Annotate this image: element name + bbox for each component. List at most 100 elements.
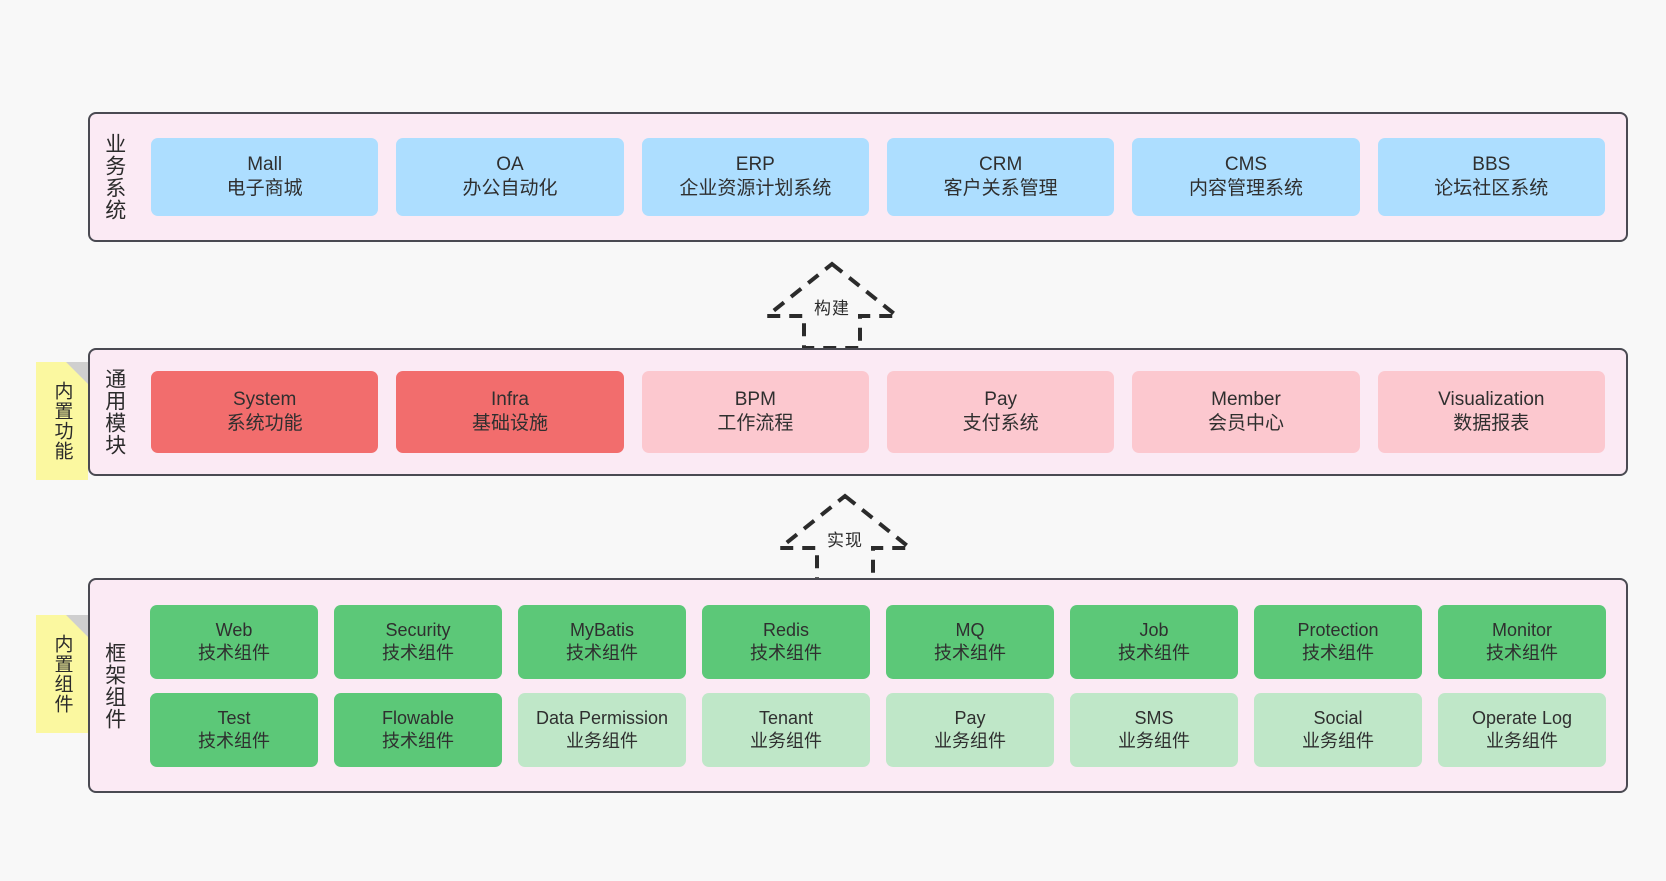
row-business-systems: Mall 电子商城 OA 办公自动化 ERP 企业资源计划系统 CRM 客户关系… (142, 138, 1614, 216)
row-tech-components: Web 技术组件 Security 技术组件 MyBatis 技术组件 Redi… (142, 604, 1614, 679)
box-title-en: SMS (1134, 708, 1174, 729)
box-title-cn: 技术组件 (1302, 642, 1374, 663)
box-title-en: Operate Log (1471, 708, 1573, 729)
box-title-en: Pay (954, 708, 986, 729)
note-label: 内置组件 (51, 634, 73, 714)
box-crm[interactable]: CRM 客户关系管理 (886, 138, 1115, 216)
box-job[interactable]: Job 技术组件 (1070, 604, 1238, 679)
box-title-cn: 客户关系管理 (943, 178, 1058, 199)
box-title-en: System (232, 389, 297, 411)
box-sms[interactable]: SMS 业务组件 (1070, 692, 1238, 767)
layer-title-framework-components: 框架组件 (102, 641, 126, 730)
note-fold-corner-icon (66, 362, 88, 384)
box-operate-log[interactable]: Operate Log 业务组件 (1438, 692, 1606, 767)
box-title-cn: 业务组件 (1118, 730, 1190, 751)
box-title-cn: 技术组件 (1486, 642, 1558, 663)
row-business-components: Test 技术组件 Flowable 技术组件 Data Permission … (142, 692, 1614, 767)
box-title-en: Infra (490, 389, 529, 411)
note-builtin-functions: 内置功能 (36, 362, 88, 480)
connector-build: 构建 (757, 258, 907, 354)
box-social[interactable]: Social 业务组件 (1254, 692, 1422, 767)
box-title-cn: 支付系统 (962, 413, 1039, 434)
note-builtin-components: 内置组件 (36, 615, 88, 733)
layer-body-framework-components: Web 技术组件 Security 技术组件 MyBatis 技术组件 Redi… (138, 580, 1626, 791)
box-web[interactable]: Web 技术组件 (150, 604, 318, 679)
box-title-en: Protection (1297, 620, 1379, 641)
box-title-cn: 技术组件 (750, 642, 822, 663)
layer-title-business-systems: 业务系统 (102, 133, 126, 221)
box-title-cn: 业务组件 (1486, 730, 1558, 751)
box-title-en: Redis (762, 620, 810, 641)
box-tenant[interactable]: Tenant 业务组件 (702, 692, 870, 767)
note-fold-corner-icon (66, 615, 88, 637)
box-title-en: Tenant (758, 708, 814, 729)
box-title-cn: 业务组件 (934, 730, 1006, 751)
box-title-cn: 技术组件 (382, 642, 454, 663)
box-title-en: CMS (1224, 154, 1268, 176)
box-security[interactable]: Security 技术组件 (334, 604, 502, 679)
box-oa[interactable]: OA 办公自动化 (396, 138, 624, 216)
layer-body-common-modules: System 系统功能 Infra 基础设施 BPM 工作流程 Pay 支付系统… (138, 350, 1626, 474)
box-title-en: Social (1313, 708, 1363, 729)
box-title-cn: 论坛社区系统 (1434, 178, 1549, 199)
box-title-cn: 技术组件 (566, 642, 638, 663)
box-cms[interactable]: CMS 内容管理系统 (1132, 138, 1360, 216)
box-title-cn: 电子商城 (226, 178, 303, 199)
box-member[interactable]: Member 会员中心 (1132, 371, 1360, 453)
box-title-en: CRM (979, 154, 1023, 176)
box-title-cn: 企业资源计划系统 (679, 178, 832, 199)
box-title-en: BBS (1472, 154, 1511, 176)
box-title-en: BPM (734, 389, 776, 411)
box-erp[interactable]: ERP 企业资源计划系统 (641, 138, 869, 216)
layer-common-modules: 通用模块 System 系统功能 Infra 基础设施 BPM 工作流程 Pay… (88, 348, 1628, 476)
box-pay-module[interactable]: Pay 支付系统 (886, 371, 1115, 453)
connector-build-label: 构建 (814, 299, 850, 318)
box-title-en: Test (217, 708, 251, 729)
box-title-en: Pay (984, 389, 1018, 411)
box-title-cn: 数据报表 (1453, 413, 1530, 434)
box-title-en: Flowable (381, 708, 455, 729)
box-title-cn: 内容管理系统 (1188, 178, 1303, 199)
box-title-en: MQ (955, 620, 985, 641)
box-title-en: Visualization (1438, 389, 1545, 411)
box-title-cn: 技术组件 (934, 642, 1006, 663)
box-title-cn: 会员中心 (1207, 413, 1284, 434)
box-title-cn: 技术组件 (198, 730, 270, 751)
box-bbs[interactable]: BBS 论坛社区系统 (1377, 138, 1605, 216)
box-title-en: OA (496, 154, 524, 176)
box-title-en: ERP (735, 154, 775, 176)
box-title-cn: 业务组件 (566, 730, 638, 751)
box-mall[interactable]: Mall 电子商城 (151, 138, 379, 216)
box-protection[interactable]: Protection 技术组件 (1254, 604, 1422, 679)
box-title-cn: 系统功能 (226, 413, 303, 434)
box-test[interactable]: Test 技术组件 (150, 692, 318, 767)
box-mq[interactable]: MQ 技术组件 (886, 604, 1054, 679)
layer-framework-components: 框架组件 Web 技术组件 Security 技术组件 MyBatis 技术组件… (88, 578, 1628, 793)
box-bpm[interactable]: BPM 工作流程 (641, 371, 869, 453)
box-title-cn: 技术组件 (1118, 642, 1190, 663)
box-title-cn: 业务组件 (750, 730, 822, 751)
box-pay-component[interactable]: Pay 业务组件 (886, 692, 1054, 767)
box-mybatis[interactable]: MyBatis 技术组件 (518, 604, 686, 679)
box-title-cn: 技术组件 (198, 642, 270, 663)
box-title-cn: 工作流程 (717, 413, 794, 434)
layer-business-systems: 业务系统 Mall 电子商城 OA 办公自动化 ERP 企业资源计划系统 CRM… (88, 112, 1628, 242)
box-data-permission[interactable]: Data Permission 业务组件 (518, 692, 686, 767)
box-title-en: MyBatis (569, 620, 634, 641)
box-monitor[interactable]: Monitor 技术组件 (1438, 604, 1606, 679)
box-title-en: Data Permission (535, 708, 669, 729)
layer-title-common-modules: 通用模块 (102, 368, 126, 456)
layer-body-business-systems: Mall 电子商城 OA 办公自动化 ERP 企业资源计划系统 CRM 客户关系… (138, 114, 1626, 240)
box-redis[interactable]: Redis 技术组件 (702, 604, 870, 679)
box-system[interactable]: System 系统功能 (151, 371, 379, 453)
box-title-cn: 办公自动化 (462, 178, 558, 199)
note-label: 内置功能 (51, 381, 73, 461)
box-title-cn: 业务组件 (1302, 730, 1374, 751)
connector-implement: 实现 (770, 490, 920, 586)
box-visualization[interactable]: Visualization 数据报表 (1377, 371, 1605, 453)
box-title-en: Web (215, 620, 253, 641)
box-title-en: Member (1211, 389, 1281, 411)
box-title-en: Security (385, 620, 451, 641)
box-infra[interactable]: Infra 基础设施 (396, 371, 624, 453)
box-flowable[interactable]: Flowable 技术组件 (334, 692, 502, 767)
